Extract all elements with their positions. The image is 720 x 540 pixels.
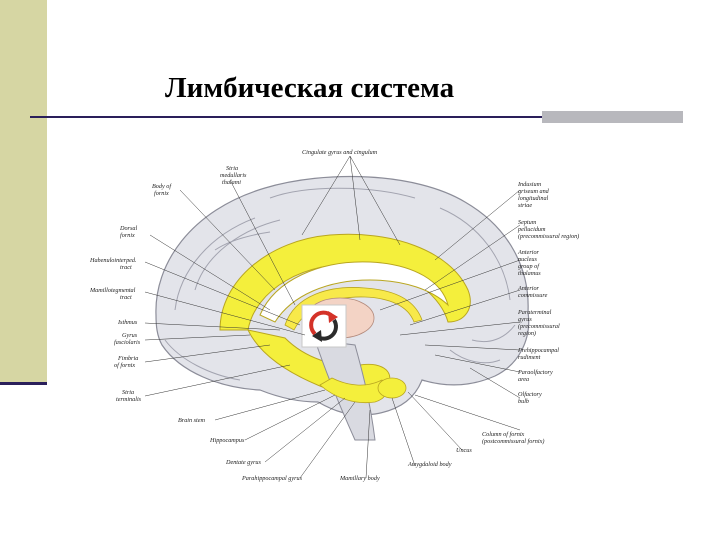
label-dentate: Dentate gyrus: [225, 459, 261, 466]
label-parahippocampal: Parahippocampal gyrus: [241, 475, 303, 482]
label-hippocampus: Hippocampus: [209, 437, 245, 444]
label-habenulointerpeduncular: Habenulointerped.tract: [89, 257, 137, 271]
label-mamillary: Mamillary body: [339, 475, 380, 482]
label-column-fornix: Column of fornix(postcommissural fornix): [482, 431, 544, 445]
label-brain-stem: Brain stem: [178, 417, 206, 424]
title-underline: [30, 116, 542, 118]
side-accent-band: [0, 0, 47, 382]
side-accent-rule: [0, 382, 47, 385]
label-cingulate: Cingulate gyrus and cingulum: [302, 149, 378, 156]
refresh-icon: [302, 305, 346, 347]
slide-title: Лимбическая система: [165, 72, 454, 105]
title-accent-block: [542, 111, 683, 123]
amygdaloid-body: [378, 378, 406, 398]
label-amygdaloid: Amygdaloid body: [407, 461, 452, 468]
label-uncus: Uncus: [456, 447, 472, 454]
label-isthmus: Isthmus: [117, 319, 138, 326]
